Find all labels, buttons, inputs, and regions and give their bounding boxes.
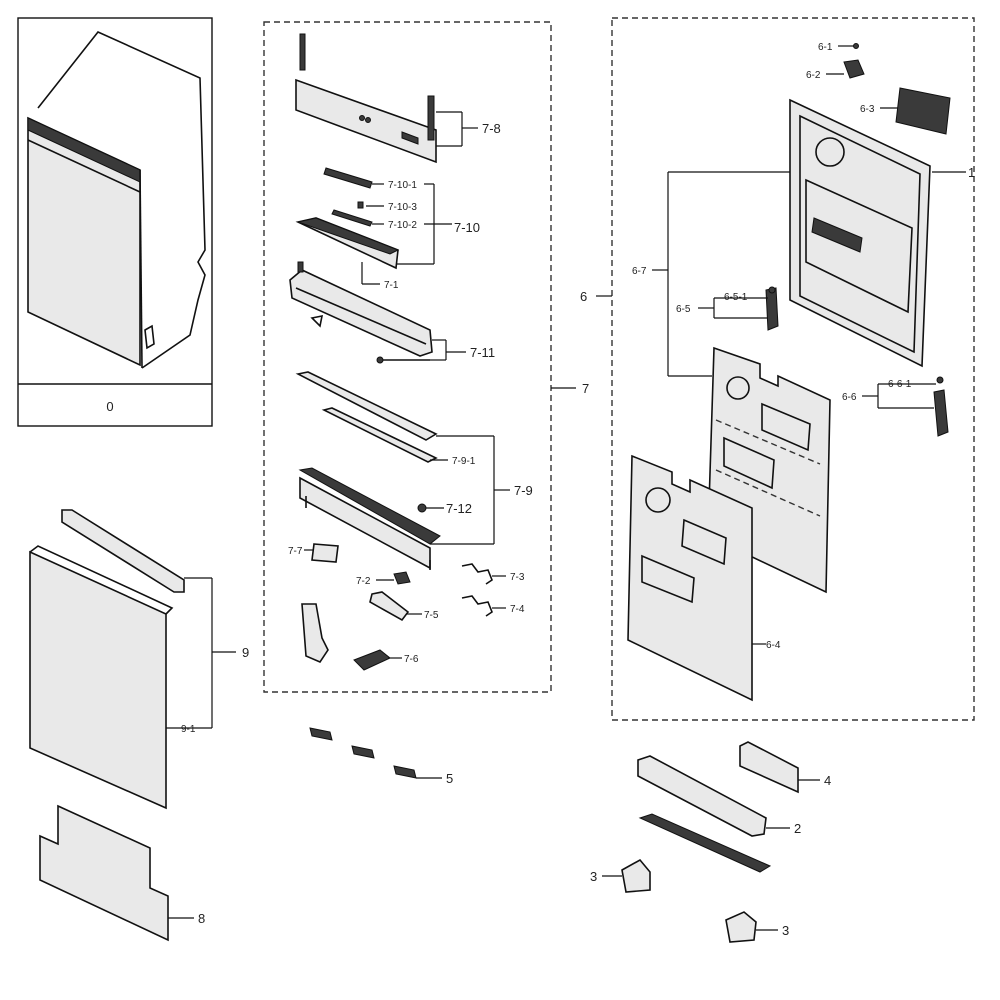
label-7-6: 7-6 <box>404 654 419 665</box>
label-7-9: 7-9 <box>514 483 533 498</box>
part-7-3 <box>461 563 493 585</box>
part-7-5 <box>369 591 410 622</box>
label-5: 5 <box>446 771 453 786</box>
part-7-10-display-assembly <box>295 167 400 270</box>
label-6-3: 6-3 <box>860 104 875 115</box>
label-3-b: 3 <box>782 923 789 938</box>
label-6-1: 6-1 <box>818 42 833 53</box>
label-7-11: 7-11 <box>470 345 495 360</box>
label-6-6-1: 6-6-1 <box>888 379 912 390</box>
label-7-7: 7-7 <box>288 546 303 557</box>
part-3-cap-a: 3 <box>590 858 651 893</box>
label-6: 6 <box>580 289 587 304</box>
part-6-2-latch <box>843 43 865 79</box>
label-7-10: 7-10 <box>454 220 480 235</box>
label-7-4: 7-4 <box>510 604 525 615</box>
label-6-4: 6-4 <box>766 640 781 651</box>
door-trim-strip <box>61 509 185 593</box>
label-7: 7 <box>582 381 589 396</box>
part-1-inner-door-liner <box>789 98 931 368</box>
label-6-5: 6-5 <box>676 304 691 315</box>
part-7-2 <box>393 571 411 585</box>
label-4: 4 <box>824 773 831 788</box>
label-7-5: 7-5 <box>424 610 439 621</box>
label-7-8: 7-8 <box>482 121 501 136</box>
label-7-10-1: 7-10-1 <box>388 180 417 191</box>
part-7-11-bracket <box>289 261 433 364</box>
kick-plate <box>39 804 169 942</box>
door-outer-panel <box>29 550 167 810</box>
label-9: 9 <box>242 645 249 660</box>
part-2-rail: 2 <box>637 755 801 873</box>
part-6-3-module <box>895 87 951 135</box>
label-0: 0 <box>106 399 113 414</box>
dishwasher-assembly-illustration <box>27 31 206 369</box>
label-7-1: 7-1 <box>384 280 399 291</box>
part-4-cap: 4 <box>739 741 831 794</box>
door-panel-group: 9 9-1 <box>29 509 249 810</box>
part-mounting-bracket <box>301 603 329 663</box>
part-6-6-hinge <box>933 376 949 437</box>
label-9-1: 9-1 <box>181 724 196 735</box>
inner-door-group: 6 6-1 6-2 6-3 1 6-7 <box>580 17 975 721</box>
label-1: 1 <box>968 165 975 180</box>
label-7-3: 7-3 <box>510 572 525 583</box>
part-3-cap-b: 3 <box>725 911 789 943</box>
label-6-6: 6-6 <box>842 392 857 403</box>
part-6-4-insulation <box>627 454 753 702</box>
label-6-7: 6-7 <box>632 266 647 277</box>
assembly-reference-box: 0 <box>17 17 213 427</box>
part-7-6 <box>353 649 391 671</box>
label-6-5-1: 6-5-1 <box>724 292 748 303</box>
control-panel-group: 7 7-8 7-10-1 7-10-3 <box>263 21 589 693</box>
label-3-a: 3 <box>590 869 597 884</box>
label-6-2: 6-2 <box>806 70 821 81</box>
label-7-2: 7-2 <box>356 576 371 587</box>
part-7-9-panel-assembly <box>295 371 441 570</box>
label-8: 8 <box>198 911 205 926</box>
part-7-12 <box>417 503 427 513</box>
label-2: 2 <box>794 821 801 836</box>
label-7-10-2: 7-10-2 <box>388 220 417 231</box>
part-7-8-top-cover <box>295 33 437 164</box>
label-7-10-3: 7-10-3 <box>388 202 417 213</box>
kick-plate-group: 8 <box>39 804 205 942</box>
label-7-12: 7-12 <box>446 501 472 516</box>
label-7-9-1: 7-9-1 <box>452 456 476 467</box>
part-7-7 <box>311 543 339 563</box>
part-7-4 <box>461 595 493 617</box>
part-5-clips: 5 <box>309 727 453 786</box>
part-6-5-hinge <box>765 286 779 331</box>
